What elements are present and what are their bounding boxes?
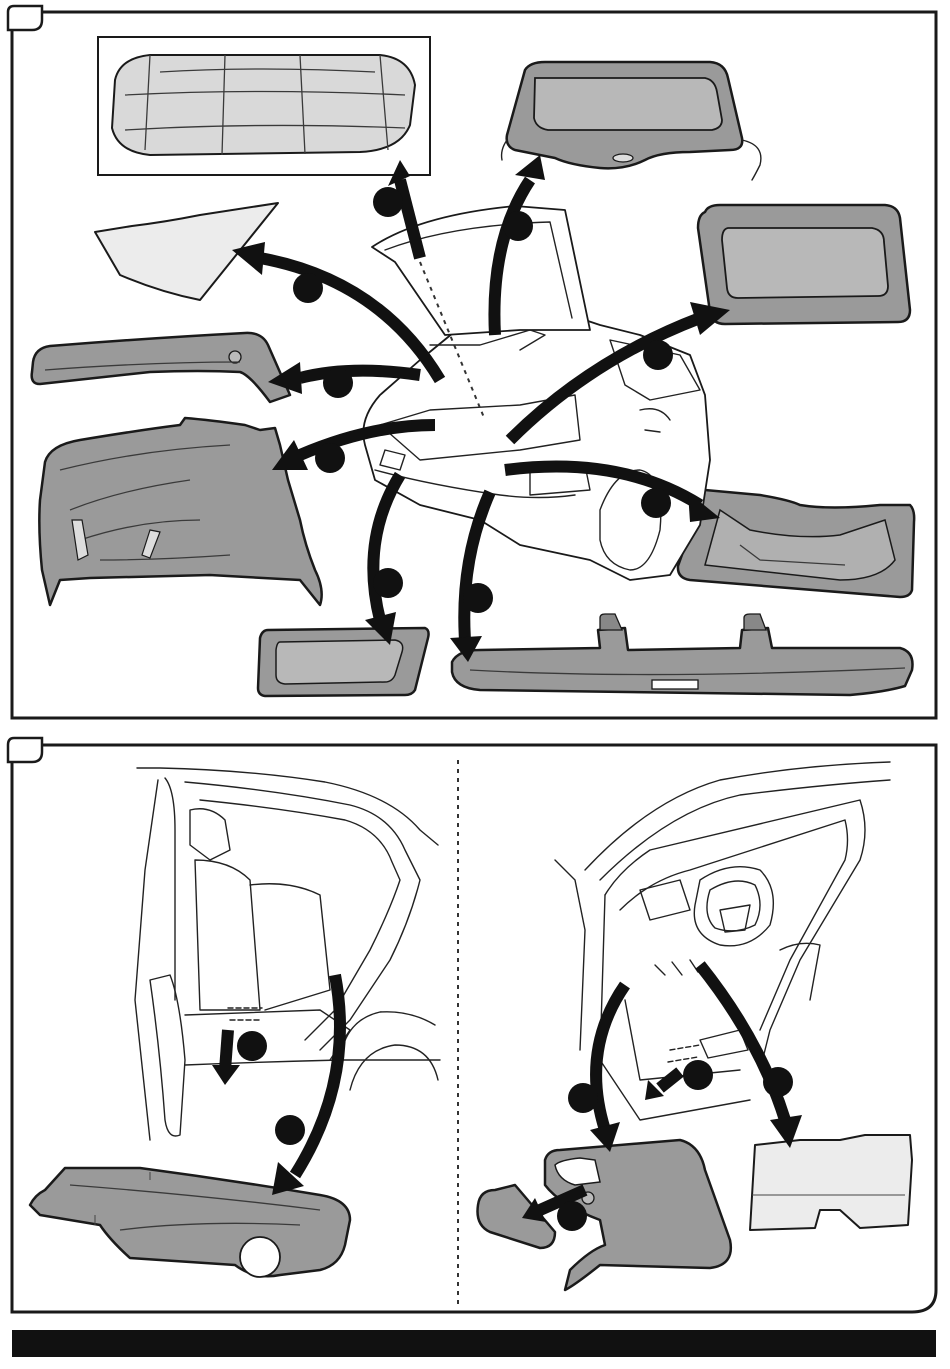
c-pillar-trim bbox=[32, 333, 290, 402]
luggage-side-trim bbox=[39, 418, 321, 605]
callout-badge bbox=[373, 187, 403, 217]
floor-panel-right bbox=[698, 205, 910, 324]
arrow-down-rear bbox=[225, 1030, 228, 1070]
callout-badge bbox=[763, 1067, 793, 1097]
callout-badge bbox=[315, 443, 345, 473]
floor-cover-left bbox=[258, 628, 429, 696]
arrow-floor-left bbox=[373, 475, 400, 620]
footer-bar bbox=[12, 1330, 936, 1357]
top-panel-tab bbox=[8, 6, 42, 30]
rear-door-scene bbox=[135, 768, 440, 1140]
callout-badge bbox=[643, 340, 673, 370]
callout-badge bbox=[463, 583, 493, 613]
arrow-kick-panel bbox=[700, 965, 785, 1120]
arrow-a-pillar bbox=[596, 985, 625, 1130]
callout-badge bbox=[373, 568, 403, 598]
boot-sill-trim bbox=[452, 614, 913, 695]
callout-badge bbox=[237, 1031, 267, 1061]
callout-badge bbox=[641, 488, 671, 518]
arrow-down-front bbox=[660, 1072, 680, 1088]
rear-seat-cushion bbox=[112, 55, 415, 155]
callout-badge bbox=[568, 1083, 598, 1113]
footwell-kick-panel bbox=[750, 1135, 912, 1230]
c-pillar-trim-body bbox=[32, 333, 290, 402]
rear-seat-inset bbox=[98, 37, 430, 175]
car-rear-view bbox=[363, 206, 710, 580]
callout-badge bbox=[503, 211, 533, 241]
luggage-side-trim-body bbox=[39, 418, 321, 605]
callout-badge bbox=[293, 273, 323, 303]
bottom-panel-tab bbox=[8, 738, 42, 762]
callout-badge bbox=[683, 1060, 713, 1090]
storage-tray bbox=[678, 490, 914, 597]
arrow-pillar bbox=[300, 371, 420, 378]
arrow-rear-trim bbox=[295, 975, 340, 1175]
callout-badge bbox=[323, 368, 353, 398]
open-tailgate bbox=[372, 206, 590, 335]
callout-badge bbox=[275, 1115, 305, 1145]
bottom-panel bbox=[8, 738, 936, 1312]
callout-badge bbox=[557, 1201, 587, 1231]
front-door-scene bbox=[555, 762, 890, 1120]
top-panel bbox=[8, 6, 936, 718]
